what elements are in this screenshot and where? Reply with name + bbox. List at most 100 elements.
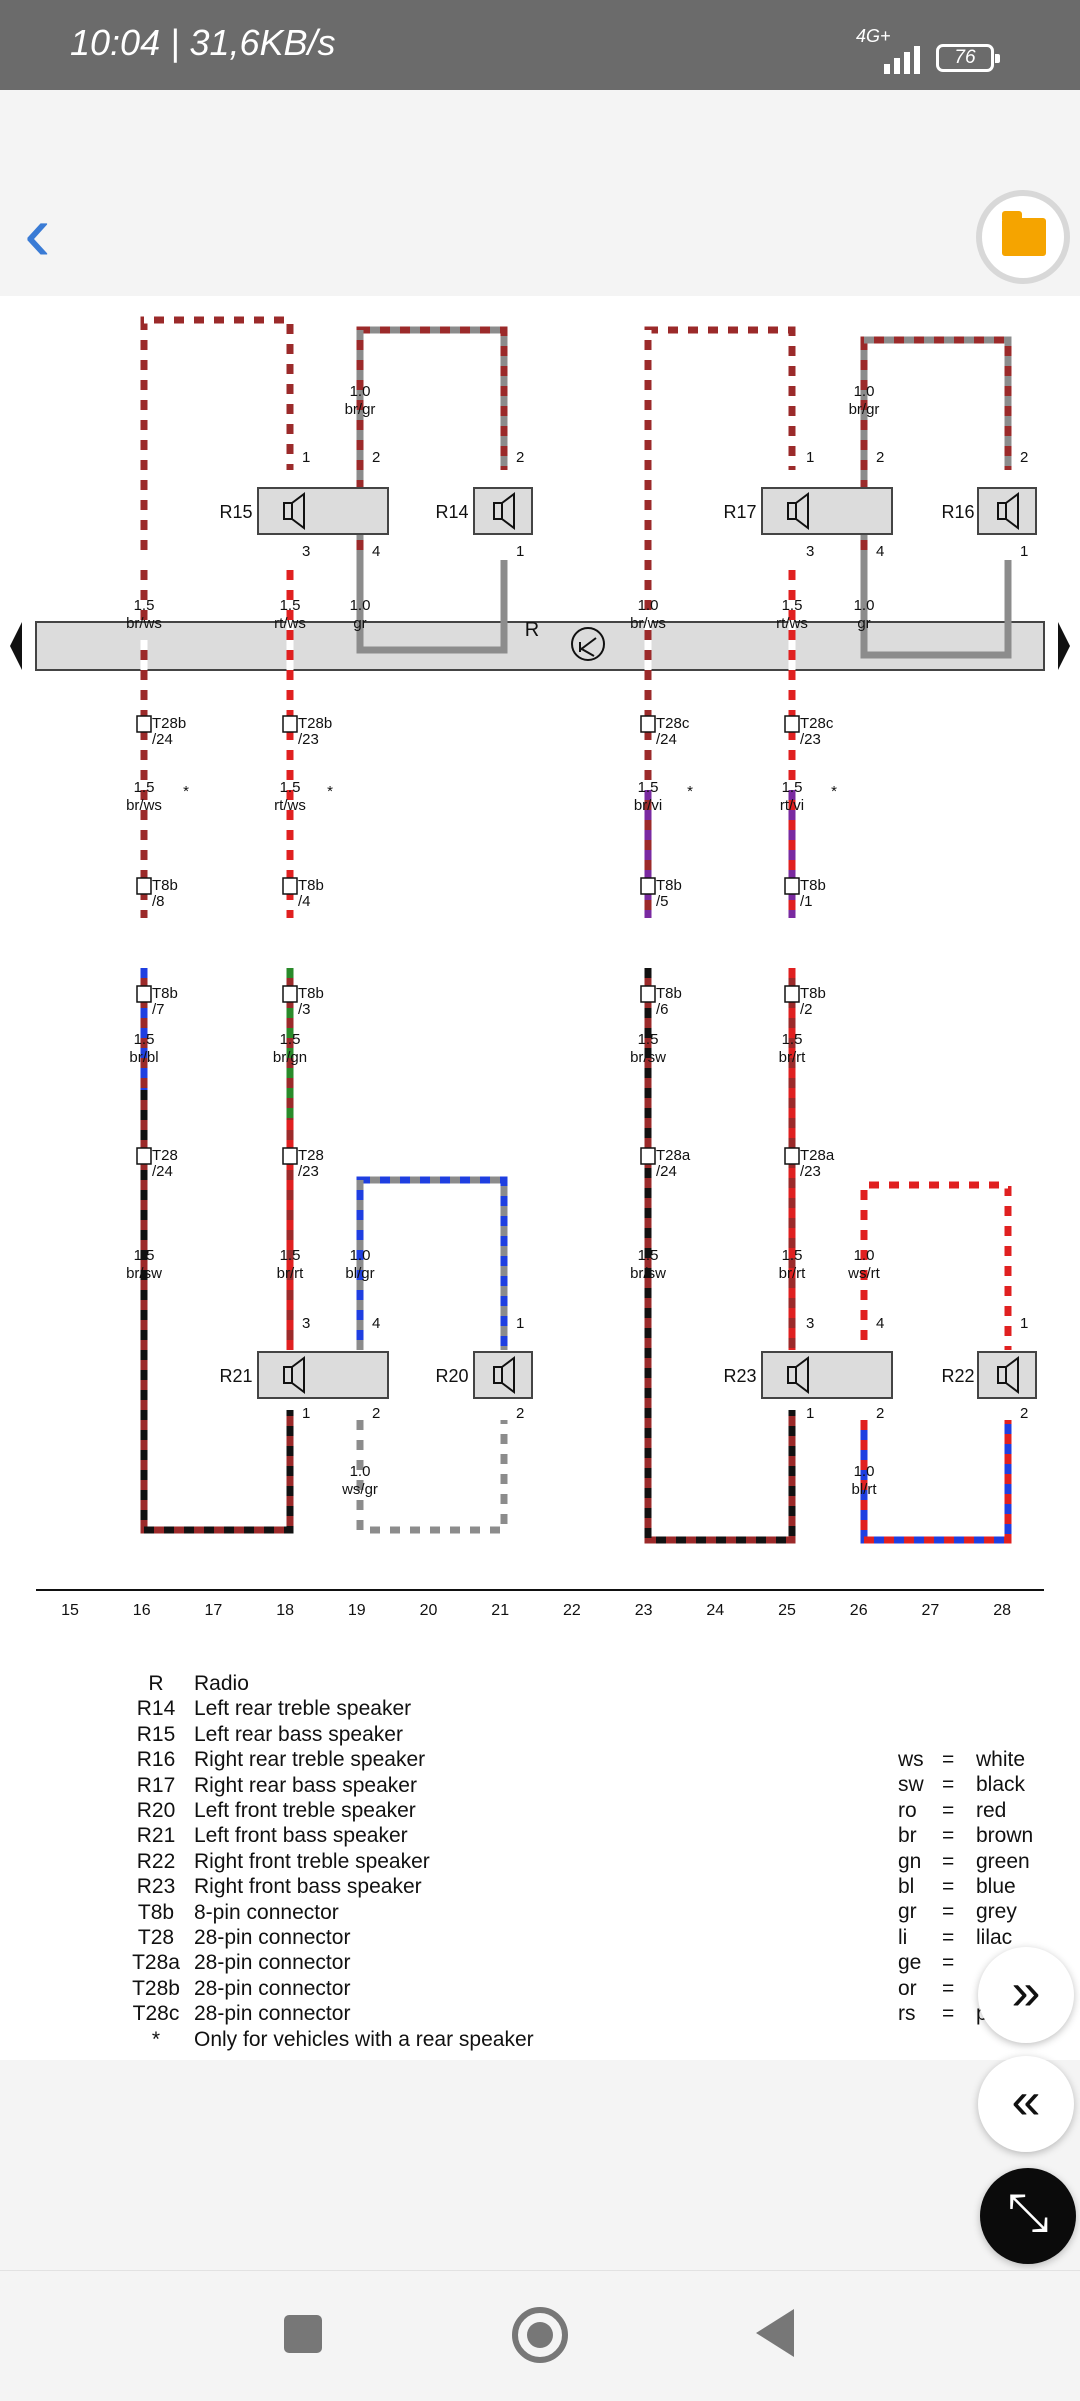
color-name: black (976, 1773, 1026, 1797)
right-arrow-icon (1058, 622, 1070, 670)
wire-gauge-label: 1.5 (782, 597, 803, 614)
wire-color-label: br/ws (126, 615, 162, 632)
legend-label: Left rear bass speaker (194, 1722, 403, 1746)
ground-mark (579, 637, 597, 657)
color-name: green (976, 1849, 1030, 1873)
pin-number: 2 (372, 1405, 380, 1422)
connector-label: T8b (656, 877, 682, 894)
speaker-r20 (473, 1351, 533, 1399)
connector-pin-label: /5 (656, 893, 669, 910)
connector-mark (282, 985, 298, 1003)
wire-r15-loop-stripe (140, 316, 294, 620)
connector-label: T28 (298, 1147, 324, 1164)
pin-number: 1 (806, 449, 814, 466)
back-button[interactable]: ‹ (24, 193, 94, 273)
wire-gauge-label: 1.5 (638, 1247, 659, 1264)
next-page-button[interactable]: » (978, 1947, 1074, 2043)
wire-color-label: bl/rt (851, 1481, 877, 1498)
connector-label: T28b (152, 715, 186, 732)
wire-color-label: bl/gr (345, 1265, 374, 1282)
color-name: white (976, 1748, 1026, 1771)
wire-gauge-label: 1.0 (854, 1463, 875, 1480)
double-chevron-right-icon: » (1011, 1963, 1041, 2021)
wire-color-label: ws/gr (341, 1481, 378, 1498)
grid-number: 20 (420, 1602, 438, 1619)
wire-gauge-label: 1.0 (350, 597, 371, 614)
recents-button[interactable] (284, 2315, 322, 2353)
grid-number: 19 (348, 1602, 366, 1619)
rear-speaker-mark: * (183, 783, 189, 800)
grid-number: 16 (133, 1602, 151, 1619)
wire-r22-top (860, 1181, 1012, 1350)
color-code: br (898, 1824, 917, 1848)
wire-color-label: rt/vi (780, 797, 804, 814)
connector-label: T8b (800, 877, 826, 894)
speaker-icon (997, 492, 1019, 530)
speaker-label: R16 (941, 502, 974, 522)
wire-color-label: br/gr (849, 401, 880, 418)
pin-number: 2 (516, 1405, 524, 1422)
folder-button[interactable] (982, 196, 1064, 278)
color-code: sw (898, 1773, 924, 1797)
color-equals: = (942, 1951, 955, 1975)
home-button[interactable] (512, 2307, 568, 2363)
legend-component-row: R15 Left rear bass speaker (120, 1723, 403, 1749)
wire-r16-top (860, 336, 1012, 620)
legend-label: 28-pin connector (194, 2002, 351, 2026)
connector-pin-label: /23 (298, 731, 319, 748)
speaker-r15 (257, 487, 389, 535)
legend-code: R15 (136, 1722, 176, 1746)
color-code: ws (898, 1748, 924, 1771)
wire-r17-loop (644, 326, 796, 620)
pin-number: 4 (372, 543, 380, 560)
wire-r16-top-stripe (860, 336, 1012, 620)
nav-back-button[interactable] (756, 2309, 794, 2357)
connector-pin-label: /4 (298, 893, 311, 910)
wire-color-label: gr (857, 615, 870, 632)
speaker-icon (997, 1356, 1019, 1394)
legend-code: R21 (136, 1824, 176, 1848)
grid-number: 24 (706, 1602, 724, 1619)
speaker-icon (787, 492, 809, 530)
pin-number: 1 (806, 1405, 814, 1422)
connector-mark (640, 877, 656, 895)
wire-r20-top (356, 1176, 508, 1350)
wire-color-label: br/sw (630, 1049, 666, 1066)
collapse-button[interactable]: ⤡ (980, 2168, 1076, 2264)
color-equals: = (942, 1925, 955, 1949)
legend-color-row: ws=white (898, 1748, 1025, 1774)
pin-number: 2 (876, 449, 884, 466)
wire-gauge-label: 1.0 (350, 1463, 371, 1480)
connector-label: T28c (800, 715, 834, 732)
wire-r17-loop-stripe (644, 326, 796, 620)
wire-r16-bottom (860, 560, 1012, 659)
legend-color-row: ro=red (898, 1799, 1006, 1825)
pin-number: 2 (372, 449, 380, 466)
legend-color-row: br=brown (898, 1824, 1033, 1850)
rear-speaker-mark: * (327, 783, 333, 800)
wire-gauge-label: 1.5 (782, 1031, 803, 1048)
connector-pin-label: /24 (656, 731, 677, 748)
connector-mark (784, 715, 800, 733)
previous-page-button[interactable]: « (978, 2056, 1074, 2152)
legend-label: Radio (194, 1672, 249, 1695)
speaker-label: R22 (941, 1366, 974, 1386)
legend-component-row: *Only for vehicles with a rear speaker (120, 2028, 534, 2054)
connector-label: T8b (800, 985, 826, 1002)
wire-color-label: br/gr (345, 401, 376, 418)
pin-number: 4 (876, 543, 884, 560)
pin-number: 1 (516, 543, 524, 560)
wire-color-label: br/rt (277, 1265, 305, 1282)
wire-gauge-label: 1.0 (854, 1247, 875, 1264)
wire-gauge-label: 1.5 (134, 1031, 155, 1048)
legend-color-row: gn=green (898, 1850, 1030, 1876)
radio-bus (35, 621, 1045, 671)
color-code: gr (898, 1900, 917, 1924)
legend-code: T8b (137, 1900, 175, 1924)
